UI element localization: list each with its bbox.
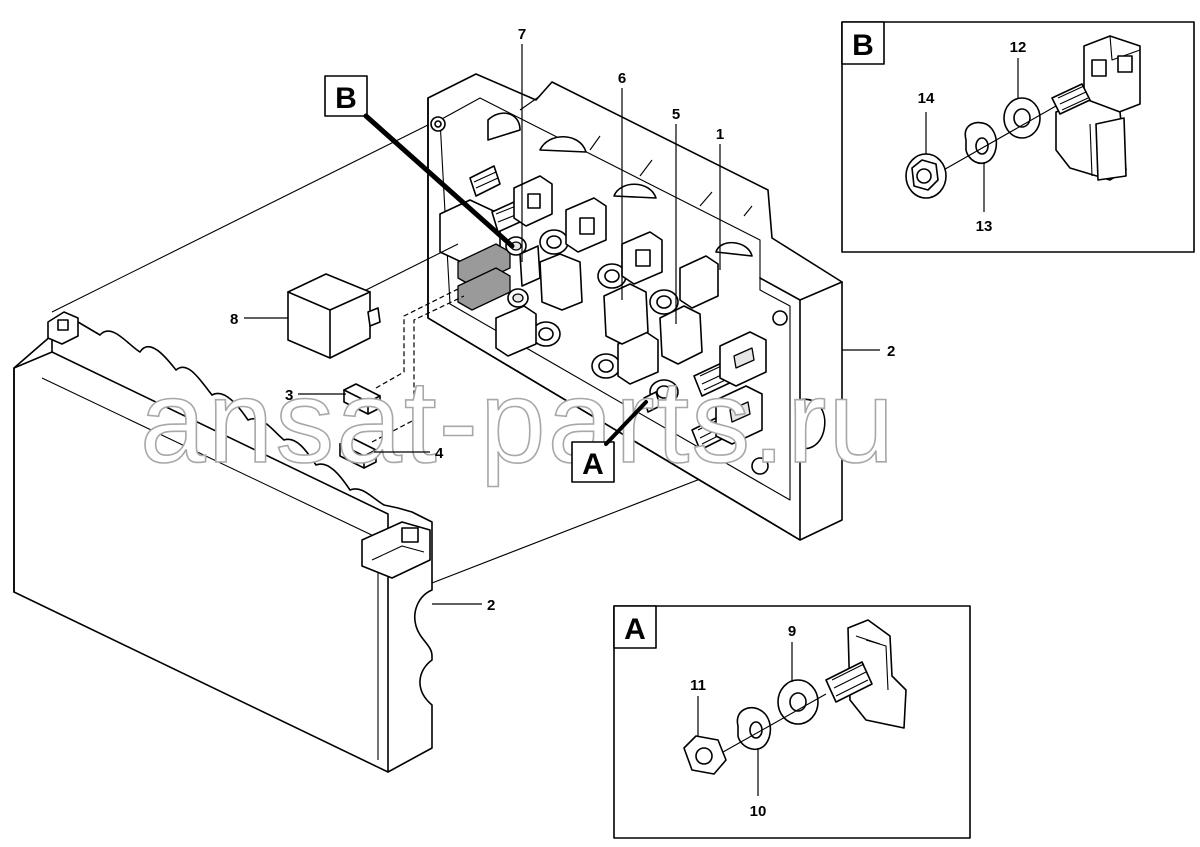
svg-text:7: 7 [518, 26, 526, 43]
svg-text:6: 6 [618, 70, 626, 87]
mounting-plate [847, 619, 907, 729]
bolt-stud [1051, 83, 1091, 115]
detail-b-panel: B 12 13 [841, 21, 1195, 253]
mini-fuse-3 [343, 383, 381, 415]
callout-1: 1 [716, 126, 724, 270]
svg-text:3: 3 [285, 387, 293, 404]
svg-text:A: A [582, 448, 604, 481]
svg-text:2: 2 [887, 343, 895, 360]
svg-text:B: B [335, 82, 357, 115]
svg-text:2: 2 [487, 597, 495, 614]
cover-part [13, 119, 763, 773]
blade-fuse-7 [519, 245, 583, 311]
svg-text:8: 8 [230, 311, 238, 328]
watermark-text: ansat-parts.ru [140, 356, 896, 488]
terminal-nut [539, 229, 569, 255]
terminal-nut [643, 379, 679, 413]
fuse-holder [513, 175, 553, 227]
hex-nut-11: 11 [683, 677, 727, 775]
fuse-holder [565, 197, 607, 253]
svg-text:A: A [624, 613, 646, 646]
mounting-hole [751, 457, 769, 475]
flange-nut-14: 14 [905, 90, 947, 199]
detail-tag-a: A [571, 400, 648, 483]
svg-text:13: 13 [976, 218, 993, 235]
terminal-stud [469, 165, 501, 197]
callout-3: 3 [285, 387, 346, 404]
mini-fuse-4 [339, 437, 377, 469]
callout-2-cover: 2 [432, 597, 495, 614]
mounting-hole [430, 116, 446, 132]
blade-fuse-6 [603, 283, 649, 345]
svg-text:10: 10 [750, 803, 767, 820]
svg-text:B: B [852, 29, 874, 62]
svg-text:11: 11 [690, 677, 706, 694]
svg-text:1: 1 [716, 126, 724, 143]
callout-6: 6 [618, 70, 626, 300]
terminal-nut [649, 289, 679, 315]
callout-5: 5 [672, 106, 680, 324]
svg-text:9: 9 [788, 623, 796, 640]
connector-socket [719, 331, 767, 387]
svg-text:12: 12 [1010, 39, 1027, 56]
terminal-nut [591, 353, 621, 379]
callout-8: 8 [230, 311, 288, 328]
callout-4: 4 [374, 445, 444, 462]
fuse-holder [679, 255, 719, 309]
detail-a-panel: A 9 10 1 [613, 605, 971, 839]
terminal-nut [531, 321, 561, 347]
svg-text:5: 5 [672, 106, 680, 123]
connector-socket [715, 385, 763, 445]
fuse-holder [495, 305, 537, 357]
svg-text:14: 14 [918, 90, 935, 107]
terminal-nut [507, 288, 529, 308]
blade-fuse-5 [659, 305, 703, 365]
callout-2-housing: 2 [842, 343, 895, 360]
callout-7: 7 [518, 26, 526, 262]
connector-block [1055, 35, 1141, 181]
detail-tag-b: B [324, 75, 515, 249]
relay-part [287, 243, 459, 359]
flat-washer-9: 9 [777, 623, 819, 725]
svg-text:4: 4 [435, 445, 444, 462]
mounting-hole [772, 310, 788, 326]
bolt-stud [825, 661, 873, 703]
